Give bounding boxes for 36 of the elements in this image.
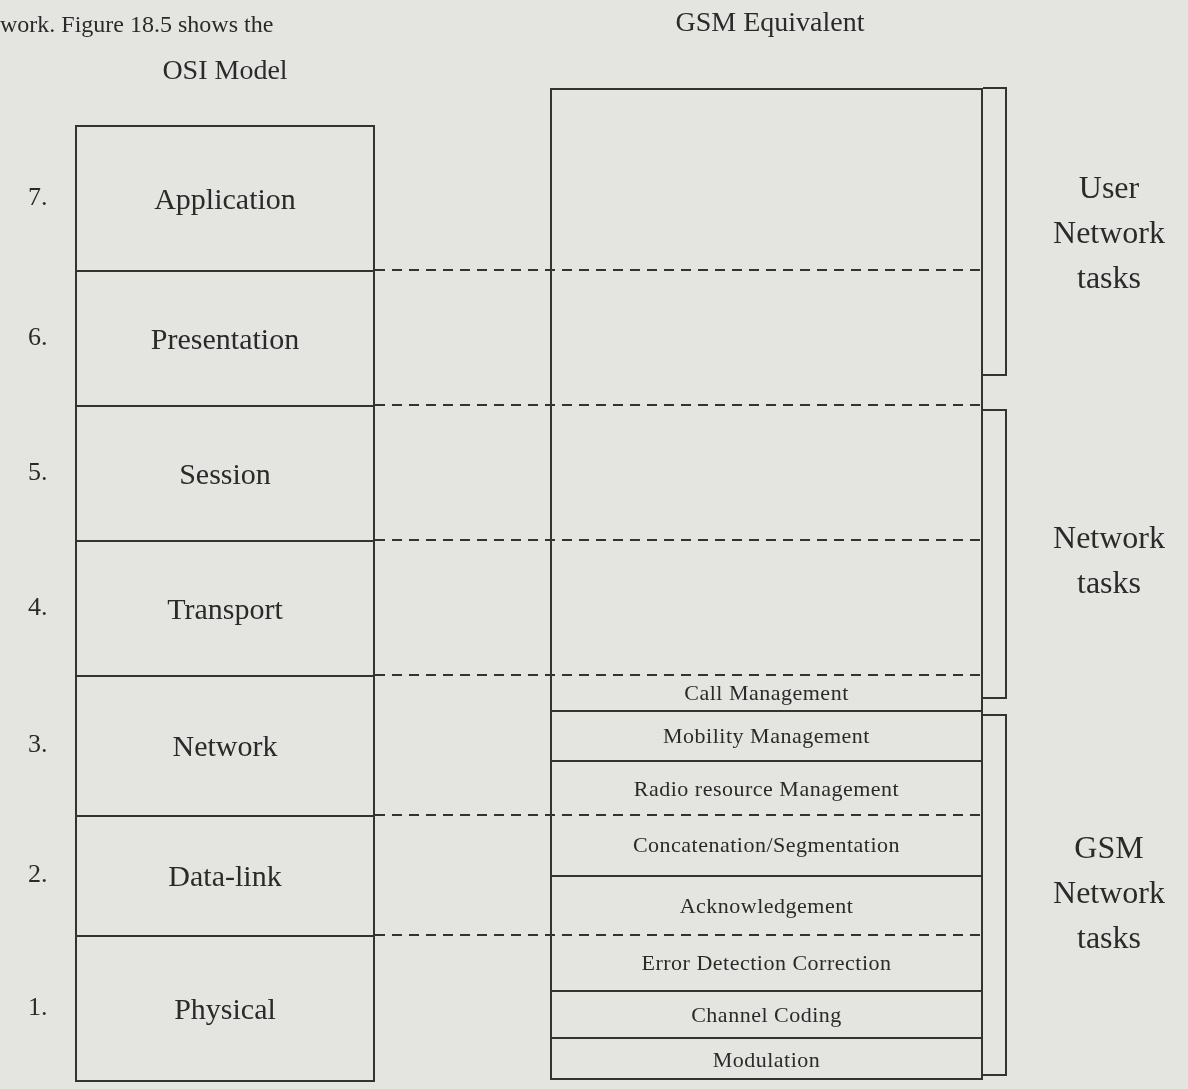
protocol-name: Call Management [684,679,849,706]
protocol-name: Concatenation/Segmentation [632,832,901,858]
protocol-name: Mobility Management [663,723,870,749]
layer-box [75,125,375,272]
layer-name: Physical [174,991,276,1026]
layer-box [75,540,375,677]
protocol-name: Channel Coding [691,1001,842,1028]
layer-number: 1. [28,991,48,1022]
body-text: work. Figure 18.5 shows the [0,10,275,39]
gsm-column [550,88,983,1080]
protocol-name: Acknowledgement [679,893,854,919]
layer-name: Session [179,456,271,491]
bracket-label: GSM Network tasks [1052,828,1166,957]
layer-number: 7. [28,181,48,212]
layer-name: Network [172,729,278,763]
layer-name: Application [154,181,296,216]
layer-number: 6. [28,321,48,352]
layer-number: 3. [28,729,48,759]
column-heading: GSM Equivalent [674,5,866,39]
layer-number: 4. [28,591,48,622]
layer-box [75,675,375,817]
layer-name: Data-link [168,859,282,893]
protocol-name: Error Detection Correction [641,949,892,976]
layer-box [75,270,375,407]
bracket-label: Network tasks [1052,518,1166,602]
protocol-name: Modulation [712,1046,821,1073]
layer-name: Transport [167,591,283,626]
bracket-label: User Network tasks [1052,168,1166,297]
layer-box [75,405,375,542]
layer-number: 2. [28,859,48,889]
layer-number: 5. [28,456,48,487]
column-heading: OSI Model [161,53,289,87]
layer-box [75,935,375,1082]
layer-box [75,815,375,937]
protocol-name: Radio resource Management [633,775,900,802]
layer-name: Presentation [150,321,300,356]
